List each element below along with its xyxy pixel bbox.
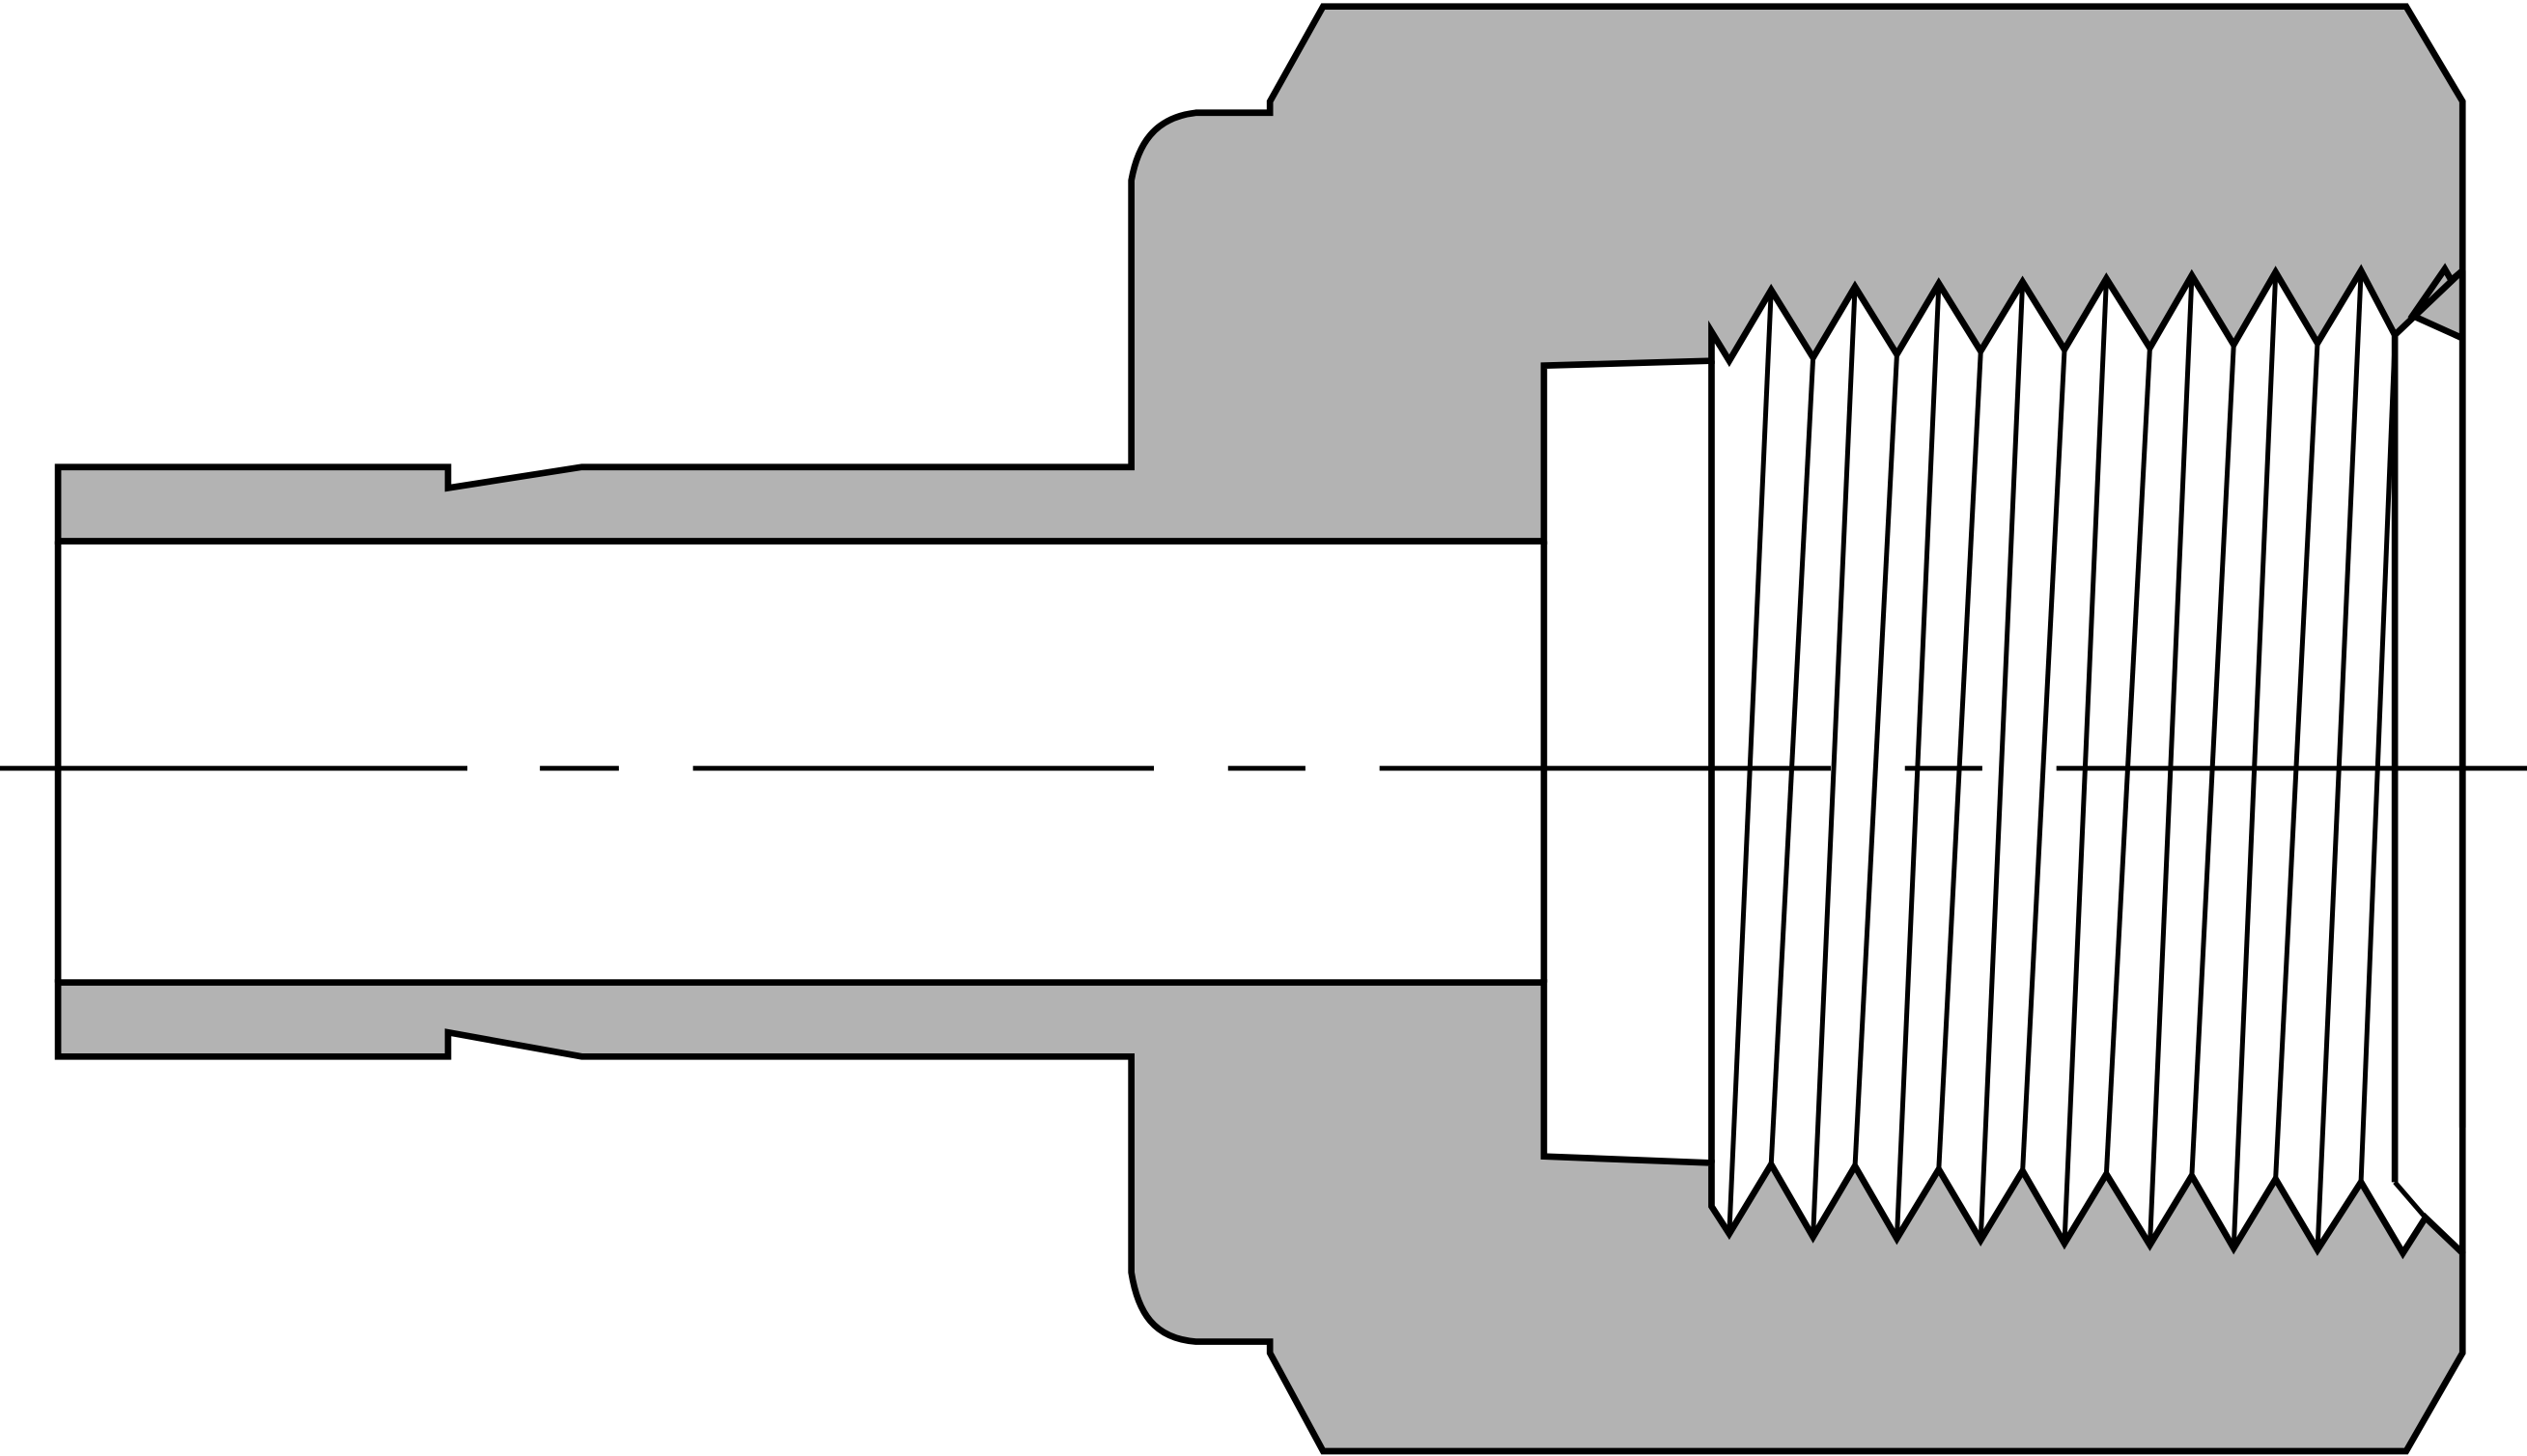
internal-thread	[1727, 271, 2428, 1251]
thread-crest-line	[2231, 274, 2279, 1248]
upper-body-section	[54, 3, 2466, 1128]
thread-crest-line	[2147, 276, 2195, 1246]
thread-root-line	[2189, 344, 2236, 1177]
thread-root-line	[1852, 354, 1899, 1167]
thread-crest-line	[2062, 279, 2109, 1244]
thread-crest-line	[1727, 290, 1774, 1234]
thread-crest-line	[1978, 282, 2026, 1242]
fitting-body	[54, 3, 2466, 1455]
thread-root-line	[2273, 342, 2320, 1180]
thread-crest-line	[1811, 287, 1858, 1237]
lower-body-section	[54, 979, 2466, 1455]
thread-end-chamfer	[2393, 1180, 2428, 1219]
thread-root-line	[1768, 357, 1816, 1165]
thread-root-line	[1936, 351, 1983, 1170]
thread-crest-line	[2315, 271, 2364, 1251]
thread-crest-line	[1894, 284, 1942, 1239]
thread-root-line	[2358, 339, 2398, 1182]
thread-root-line	[2103, 347, 2152, 1175]
thread-root-line	[2020, 350, 2067, 1172]
